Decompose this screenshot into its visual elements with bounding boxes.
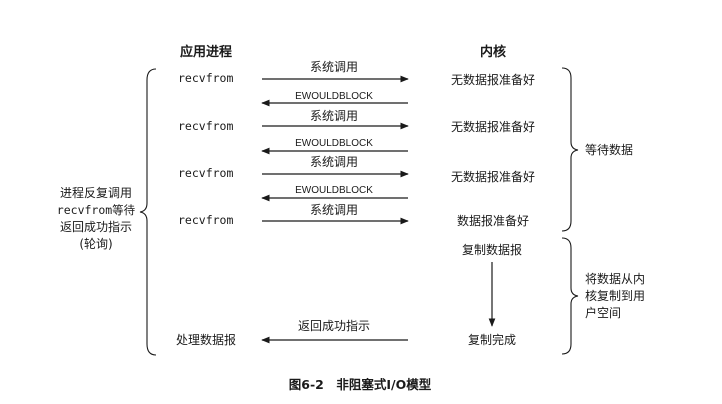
ewouldblock-label-1: EWOULDBLOCK [295, 91, 373, 102]
wait-data-note: 等待数据 [585, 142, 633, 157]
return-success-label: 返回成功指示 [298, 318, 370, 333]
left-note-line-3: 返回成功指示 [60, 219, 132, 234]
left-note-line-4: (轮询) [79, 237, 112, 251]
copy-note-line-1: 将数据从内 [585, 271, 645, 286]
syscall-label-4: 系统调用 [310, 203, 358, 217]
syscall-label-2: 系统调用 [310, 109, 358, 123]
recvfrom-call-3: recvfrom [178, 166, 233, 180]
copy-note-line-2: 核复制到用 [585, 289, 645, 303]
kernel-state-2: 无数据报准备好 [451, 119, 535, 134]
copy-brace [561, 237, 579, 355]
recvfrom-call-4: recvfrom [178, 213, 233, 227]
figure-caption: 图6-2 非阻塞式I/O模型 [289, 377, 432, 392]
kernel-state-1: 无数据报准备好 [451, 72, 535, 87]
ewouldblock-label-3: EWOULDBLOCK [295, 185, 373, 196]
recvfrom-call-2: recvfrom [178, 119, 233, 133]
recvfrom-call-1: recvfrom [178, 71, 233, 85]
kernel-header: 内核 [480, 44, 506, 60]
left-note-line-2: recvfrom等待 [57, 203, 136, 217]
wait-brace [561, 67, 579, 232]
syscall-label-1: 系统调用 [310, 60, 358, 74]
copy-complete-label: 复制完成 [468, 332, 516, 347]
left-brace [139, 68, 157, 356]
copy-datagram-label: 复制数据报 [462, 242, 522, 257]
process-header: 应用进程 [180, 44, 232, 60]
syscall-label-3: 系统调用 [310, 155, 358, 169]
kernel-state-4: 数据报准备好 [457, 213, 529, 228]
copy-note-line-3: 户空间 [585, 305, 621, 320]
process-datagram-label: 处理数据报 [176, 332, 236, 347]
kernel-state-3: 无数据报准备好 [451, 169, 535, 184]
ewouldblock-label-2: EWOULDBLOCK [295, 138, 373, 149]
left-note-line-1: 进程反复调用 [60, 185, 132, 200]
